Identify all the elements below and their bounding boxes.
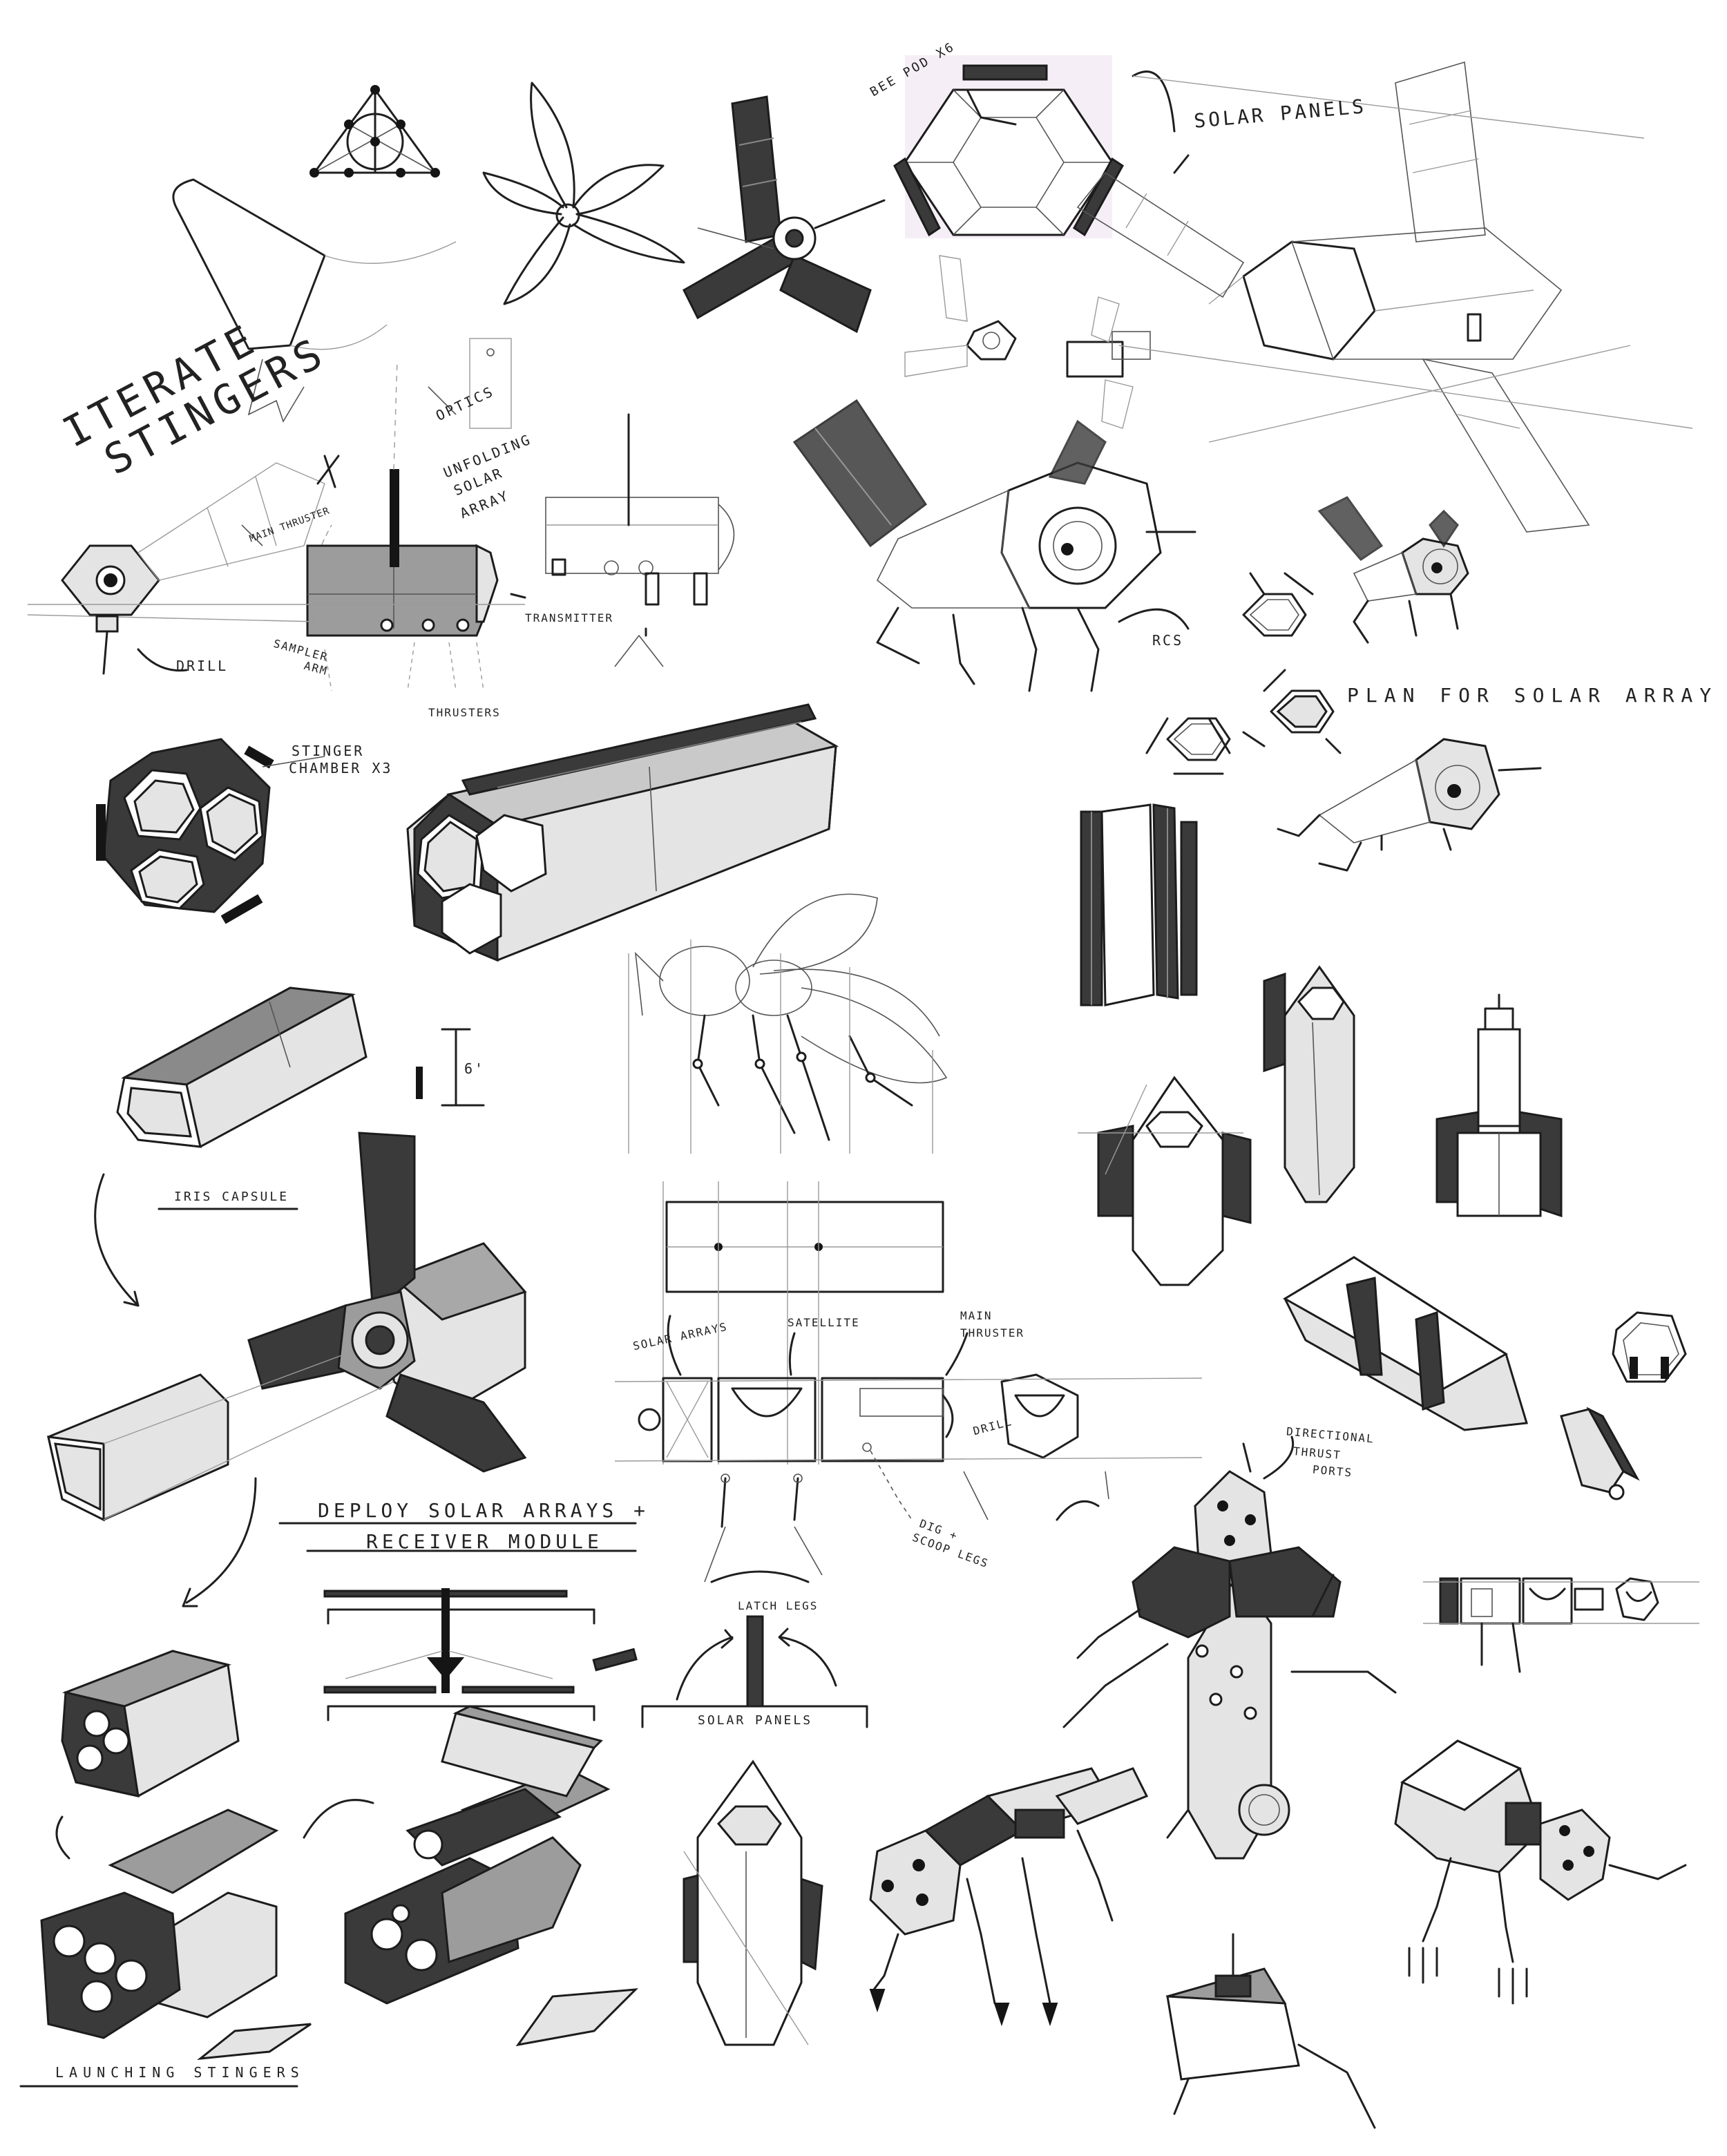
deploy-solar-diagram bbox=[278, 1522, 638, 1721]
label-thruster: THRUSTER bbox=[960, 1326, 1025, 1339]
label-launching: LAUNCHING STINGERS bbox=[55, 2064, 305, 2081]
label-receiver: RECEIVER MODULE bbox=[366, 1530, 603, 1553]
stinger-chamber-honeycomb bbox=[96, 738, 274, 924]
tower-sketch bbox=[1435, 993, 1563, 1218]
hex-icon-far-right bbox=[1612, 1311, 1687, 1383]
small-spacecraft-sketch bbox=[1317, 496, 1469, 644]
solar-panel-front bbox=[1080, 803, 1198, 1007]
rocket-panels-right bbox=[1263, 965, 1355, 1203]
thruster-pod-right bbox=[1560, 1406, 1640, 1500]
launching-stingers-assembly bbox=[40, 1809, 312, 2060]
bee-pod-hexagon bbox=[893, 55, 1190, 238]
ortho-drawing-right bbox=[1423, 1577, 1699, 1673]
hex-plan-sketches bbox=[1145, 572, 1342, 775]
spacecraft-plan-sketch bbox=[1277, 738, 1542, 872]
triangle-symbol bbox=[309, 85, 440, 178]
label-thrusters: THRUSTERS bbox=[428, 706, 501, 719]
label-rcs: RCS bbox=[1152, 632, 1184, 649]
wireframe-satellite-sketch bbox=[1076, 61, 1693, 533]
label-iris-capsule: IRIS CAPSULE bbox=[174, 1190, 289, 1204]
label-latch-legs: LATCH LEGS bbox=[738, 1599, 819, 1612]
label-main: MAIN bbox=[960, 1309, 993, 1322]
walker-robot-left bbox=[869, 1767, 1149, 2027]
label-chamber-x3: CHAMBER X3 bbox=[289, 760, 393, 776]
pointed-capsule-bottom bbox=[683, 1759, 823, 2046]
scale-marker bbox=[416, 1028, 485, 1107]
spacecraft-rcs-sketch bbox=[792, 399, 1196, 692]
drone-sideview-sketch bbox=[27, 359, 526, 691]
ortho-drawing-center bbox=[614, 1181, 1203, 1583]
iris-capsule-deployed bbox=[47, 1132, 527, 1522]
small-satellites-sketch bbox=[904, 255, 1151, 429]
label-drill-top: DRILL bbox=[176, 658, 229, 674]
stinger-tube-long bbox=[406, 703, 839, 962]
walker-robot-right bbox=[1394, 1739, 1687, 2005]
iris-capsule-closed bbox=[116, 986, 368, 1148]
label-measure: 6' bbox=[464, 1060, 486, 1077]
stinger-cone-sketch bbox=[172, 178, 457, 423]
dark-satellite-top bbox=[683, 95, 886, 334]
bee-anatomy-sketch bbox=[628, 893, 948, 1154]
walker-robot-bottom bbox=[1165, 1933, 1376, 2129]
hex-capsule-right bbox=[1283, 1256, 1528, 1431]
flow-arrow-1 bbox=[94, 1173, 140, 1307]
latch-legs-bracket bbox=[641, 1615, 868, 1728]
stinger-cluster-end bbox=[61, 1650, 240, 1797]
label-transmitter: TRANSMITTER bbox=[525, 611, 613, 624]
tall-robot-center bbox=[1062, 1442, 1397, 1860]
flower-sketch bbox=[482, 82, 685, 305]
label-satellite: SATELLITE bbox=[788, 1316, 860, 1329]
flow-arrow-2 bbox=[185, 1477, 257, 1604]
label-solar-panels-mid: SOLAR PANELS bbox=[698, 1713, 813, 1728]
label-stinger-chamber: STINGER bbox=[292, 743, 365, 759]
module-wireframe-sketch bbox=[469, 338, 735, 667]
label-plan-solar: PLAN FOR SOLAR ARRAY bbox=[1347, 684, 1719, 707]
rocket-panels-left bbox=[1078, 1076, 1252, 1286]
label-deploy: DEPLOY SOLAR ARRAYS + bbox=[318, 1499, 650, 1522]
stinger-assembly-right bbox=[303, 1705, 638, 2047]
